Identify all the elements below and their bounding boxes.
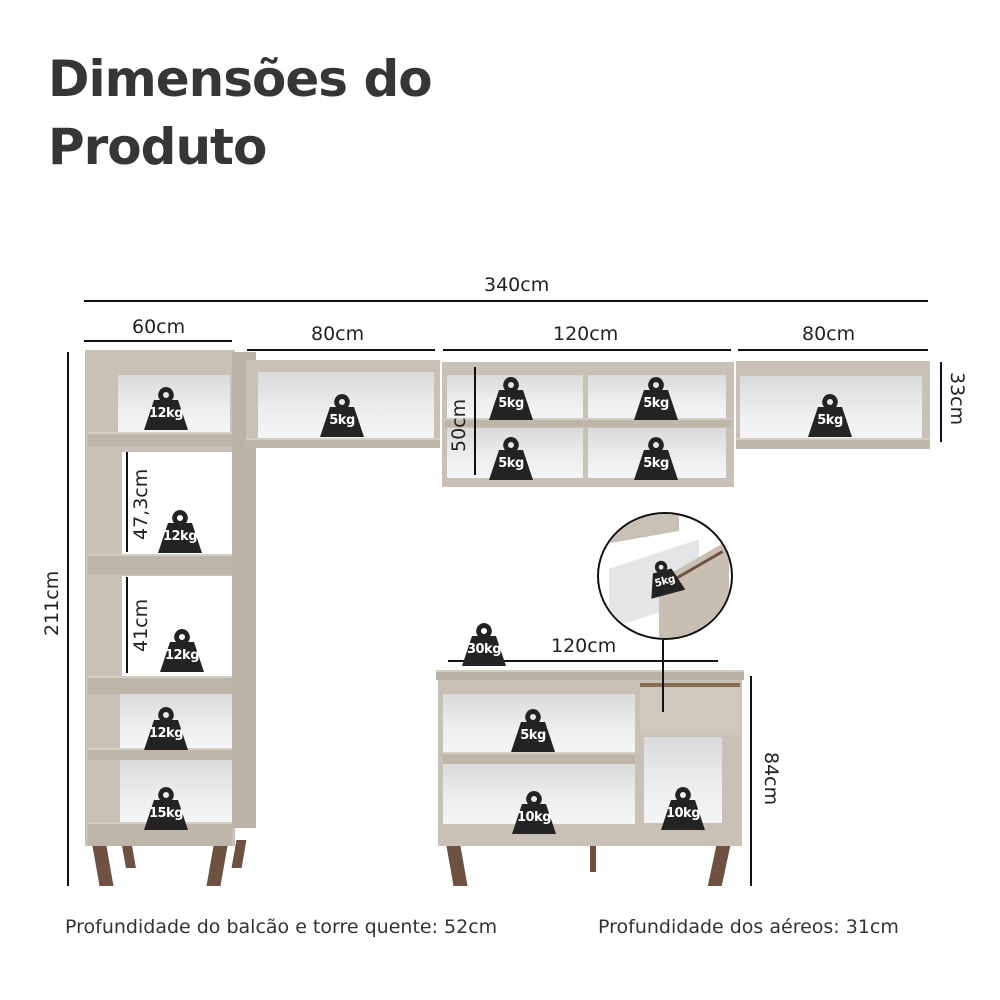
weight-icon: 5kg: [632, 436, 680, 482]
upper-middle-height-line: [474, 367, 476, 475]
weight-icon: 12kg: [142, 386, 190, 432]
counter-drawer[interactable]: [640, 683, 740, 735]
tower-leg: [92, 846, 114, 886]
tower-leg: [122, 846, 136, 868]
weight-icon: 15kg: [142, 786, 190, 832]
counter-width-line: [448, 660, 718, 662]
upper-height-line: [940, 362, 942, 442]
counter-height-label: 84cm: [760, 752, 782, 806]
tower-leg: [206, 846, 228, 886]
upper-middle-width-line: [443, 349, 731, 351]
counter-leg: [707, 846, 731, 886]
weight-icon: 5kg: [318, 393, 366, 439]
weight-icon: 5kg: [641, 555, 688, 600]
weight-icon: 10kg: [659, 786, 707, 832]
tower-niche-2-label: 41cm: [130, 598, 152, 652]
counter-leg: [590, 846, 596, 872]
weight-icon: 5kg: [806, 393, 854, 439]
counter-width-label: 120cm: [551, 635, 617, 657]
title-line-2: Produto: [48, 118, 267, 176]
upper-right-width-label: 80cm: [802, 323, 856, 345]
weight-icon: 5kg: [632, 376, 680, 422]
total-width-line: [84, 300, 928, 302]
tower-height-line: [67, 352, 69, 886]
counter-depth-note: Profundidade do balcão e torre quente: 5…: [65, 916, 498, 938]
weight-icon: 12kg: [158, 628, 206, 674]
weight-icon: 12kg: [156, 509, 204, 555]
title-line-1: Dimensões do: [48, 50, 433, 108]
upper-right-width-line: [738, 349, 928, 351]
tower-niche-1-line: [126, 452, 128, 552]
counter-height-line: [750, 676, 752, 886]
weight-icon: 10kg: [510, 790, 558, 836]
tower-height-label: 211cm: [41, 570, 63, 636]
tower-width-label: 60cm: [132, 316, 186, 338]
drawer-callout-line: [662, 640, 664, 712]
counter-leg: [446, 846, 468, 886]
page-title: Dimensões do Produto: [48, 45, 433, 181]
upper-middle-width-label: 120cm: [553, 323, 619, 345]
upper-left-width-line: [247, 349, 435, 351]
weight-icon: 12kg: [142, 706, 190, 752]
upper-middle-height-label: 50cm: [448, 398, 470, 452]
tower-niche-1-label: 47,3cm: [130, 468, 152, 540]
weight-icon: 5kg: [509, 708, 557, 754]
upper-height-label: 33cm: [946, 372, 968, 426]
weight-icon: 5kg: [487, 376, 535, 422]
tower-width-line: [84, 340, 232, 342]
weight-icon: 30kg: [460, 622, 508, 668]
total-width-label: 340cm: [484, 274, 550, 296]
tower-niche-2-line: [126, 577, 128, 673]
upper-depth-note: Profundidade dos aéreos: 31cm: [598, 916, 899, 938]
upper-left-width-label: 80cm: [311, 323, 365, 345]
weight-icon: 5kg: [487, 436, 535, 482]
